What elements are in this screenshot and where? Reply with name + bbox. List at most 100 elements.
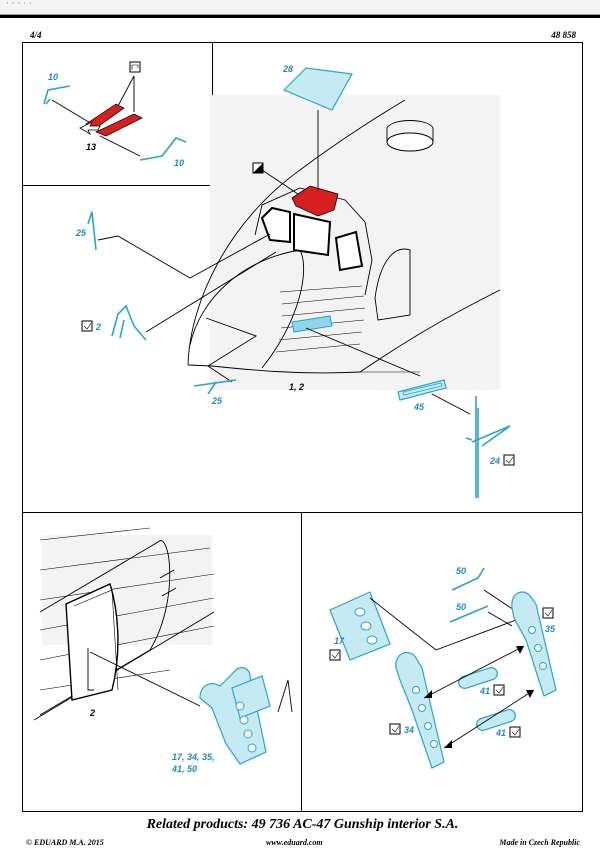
door-inner — [73, 589, 119, 691]
part-34-hole-3 — [424, 722, 432, 730]
ladder-left-hole-2 — [239, 715, 249, 725]
copyright: © EDUARD M.A. 2015 — [26, 838, 104, 847]
leader-45-to-24 — [431, 393, 471, 415]
part-10-upper — [43, 85, 71, 105]
arrow-head-1 — [424, 690, 432, 698]
check-mark-34 — [391, 725, 400, 733]
fuselage-bottom-line — [187, 364, 361, 374]
part-35 — [511, 591, 557, 697]
part-45-slot — [291, 315, 333, 333]
part-13-lower — [95, 113, 143, 137]
leader-triangle — [261, 169, 299, 195]
part-28-hatch — [291, 185, 339, 217]
website: www.eduard.com — [266, 838, 323, 847]
part-10-upper-tab — [45, 98, 51, 105]
part-24-fins — [465, 425, 511, 447]
related-products: Related products: 49 736 AC-47 Gunship i… — [146, 817, 459, 832]
part-35-hole-1 — [528, 626, 536, 634]
roof-dome — [386, 132, 434, 152]
fuselage-stringers — [39, 527, 215, 691]
page-number: 4/4 — [30, 30, 42, 40]
ladder-left-hole-1 — [235, 701, 245, 711]
check-mark-17 — [331, 651, 340, 659]
label-ladder-list: 17, 34, 35, — [172, 752, 215, 762]
ladder-panel-frame — [301, 512, 583, 812]
part-34-hole-4 — [430, 740, 438, 748]
leader-41 — [423, 645, 535, 749]
label-1-2: 1, 2 — [289, 382, 304, 392]
arrow-head-4 — [526, 690, 534, 698]
label-34: 34 — [404, 725, 414, 735]
part-25-lower-group: 25 1, 2 — [193, 317, 304, 406]
leader-2-door — [87, 648, 94, 691]
check-mark-35 — [544, 609, 553, 617]
part-2 — [111, 304, 147, 341]
leader-bend — [117, 75, 135, 112]
door-hinges — [159, 569, 177, 597]
part-28-group: 28 — [252, 64, 353, 195]
label-10-upper: 10 — [48, 72, 58, 82]
window-right — [334, 230, 364, 272]
label-50-lower: 50 — [456, 602, 466, 612]
door-drawing: 2 — [33, 527, 293, 721]
roof-dome-top — [386, 120, 434, 142]
part-34-hole-2 — [418, 704, 426, 712]
check-box-icon-41a — [493, 684, 505, 696]
part-17-hole-1 — [354, 607, 366, 617]
fuselage-belly-line — [359, 289, 501, 373]
check-box-icon-2 — [81, 320, 93, 332]
part-35-hole-3 — [539, 662, 547, 670]
part-45-group: 45 — [305, 327, 471, 415]
check-mark-41b — [511, 728, 520, 736]
check-box-icon-24 — [503, 454, 515, 466]
leader-17 — [369, 597, 517, 651]
fuselage-lower-edge — [33, 611, 215, 721]
part-24-group: 24 — [465, 396, 515, 498]
ladder-left-group: 17, 34, 35, 41, 50 — [171, 667, 271, 774]
label-2-door: 2 — [89, 708, 95, 718]
ladder-assembly: 17 50 50 35 34 41 41 — [329, 566, 557, 769]
cockpit-frame — [254, 187, 373, 296]
part-25-lower — [193, 379, 237, 395]
part-28 — [282, 67, 353, 111]
window-center — [293, 212, 332, 257]
label-41-upper: 41 — [479, 686, 490, 696]
check-mark-41a — [495, 686, 504, 694]
arrow-head-3 — [444, 740, 452, 748]
part-41-upper — [458, 667, 498, 689]
check-box-icon-17 — [329, 649, 341, 661]
window-left — [260, 206, 291, 244]
part-45-inner — [402, 382, 443, 396]
label-25-lower: 25 — [211, 396, 223, 406]
part-41-lower — [476, 709, 516, 731]
label-28: 28 — [282, 64, 293, 74]
ladder-left-hole-4 — [247, 743, 257, 753]
check-mark-24 — [505, 456, 514, 464]
inset-diagram: 10 13 10 — [43, 61, 187, 168]
fuselage-top-line — [187, 99, 406, 366]
label-ladder-list-2: 41, 50 — [171, 764, 197, 774]
leader-10-upper — [51, 99, 93, 125]
part-17-hole-3 — [366, 635, 378, 645]
leader-45 — [305, 327, 421, 377]
part-2-group: 2 — [81, 251, 277, 341]
inset-frame — [22, 42, 213, 186]
strip-dots: · · · · · — [6, 0, 32, 9]
black-triangle-icon — [253, 163, 263, 173]
fuselage-drawing — [187, 95, 501, 390]
part-34-hole-1 — [412, 686, 420, 694]
part-10-lower — [139, 137, 187, 161]
leader-door-ladder — [89, 651, 201, 707]
part-25-upper — [87, 211, 97, 251]
made-in: Made in Czech Republic — [499, 838, 580, 847]
door-opening — [65, 583, 119, 701]
ladder-angle-mark — [277, 679, 293, 713]
part-2-inner — [119, 319, 125, 339]
label-24: 24 — [489, 456, 500, 466]
side-door — [374, 248, 411, 321]
part-17-hole-2 — [360, 621, 372, 631]
part-50-lower — [449, 605, 489, 623]
arrow-icon — [79, 121, 101, 136]
label-35: 35 — [545, 624, 556, 634]
label-2: 2 — [95, 322, 101, 332]
